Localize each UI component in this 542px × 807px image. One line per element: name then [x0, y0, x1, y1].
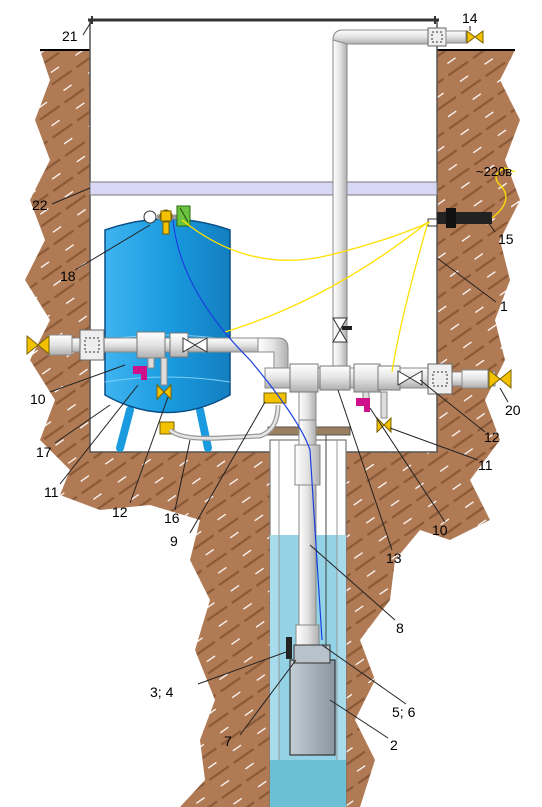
wall-penetration-left: [26, 329, 105, 361]
callout-10b: 10: [432, 522, 448, 538]
small-valve-icon: [376, 416, 392, 434]
pressure-gauge-icon: [143, 210, 157, 224]
submersible-pump: [289, 659, 336, 756]
soil: [25, 49, 520, 807]
callout-10a: 10: [30, 391, 46, 407]
wall-penetration-right: [427, 363, 512, 395]
insulation-beam: [89, 181, 438, 196]
cable-gland: [427, 208, 492, 228]
callout-20: 20: [505, 402, 521, 418]
small-valve-icon: [156, 383, 172, 401]
callout-16: 16: [164, 510, 180, 526]
callout-11a: 11: [44, 484, 59, 500]
top-outlet: [427, 27, 484, 47]
pump-power-cable: [172, 219, 323, 641]
callout-7: 7: [224, 733, 232, 749]
level-sensor: [286, 637, 292, 659]
drain-valve: [356, 391, 370, 412]
callout-5-6: 5; 6: [392, 704, 416, 720]
callout-1: 1: [500, 298, 508, 314]
callout-22: 22: [32, 197, 48, 213]
callout-labels: 21 14 22 15 18 1 10 20 17 12 11 11 12 16…: [30, 10, 521, 753]
gate-valve-icon: [466, 30, 484, 44]
gate-valve-icon: [26, 334, 50, 356]
check-valve-icon: [182, 337, 208, 353]
callout-3-4: 3; 4: [150, 684, 174, 700]
callout-8: 8: [396, 620, 404, 636]
callout-14: 14: [462, 10, 478, 26]
pressure-switch: [176, 205, 191, 227]
pipe-coupling: [294, 444, 321, 486]
callout-18: 18: [60, 268, 76, 284]
pump-head: [293, 644, 331, 664]
callout-9: 9: [170, 533, 178, 549]
callout-2: 2: [390, 737, 398, 753]
gate-valve-icon: [488, 368, 512, 390]
pressure-switch-assembly: [143, 205, 191, 235]
callout-12a: 12: [484, 429, 500, 445]
check-valve-icon: [397, 370, 423, 386]
callout-21: 21: [62, 28, 78, 44]
callout-12b: 12: [112, 504, 128, 520]
callout-leaders: [49, 21, 509, 739]
union-fitting: [263, 392, 287, 404]
hydro-accumulator: [104, 218, 231, 452]
callout-17: 17: [36, 444, 52, 460]
ball-valve-icon: [332, 317, 348, 343]
callout-13: 13: [386, 550, 402, 566]
electric-cables: [181, 167, 516, 373]
callout-11b: 11: [478, 457, 493, 473]
callout-15: 15: [498, 231, 514, 247]
pipe-coupling: [295, 624, 320, 646]
voltage-label: ~220в: [476, 164, 512, 179]
drain-valve: [133, 357, 155, 380]
